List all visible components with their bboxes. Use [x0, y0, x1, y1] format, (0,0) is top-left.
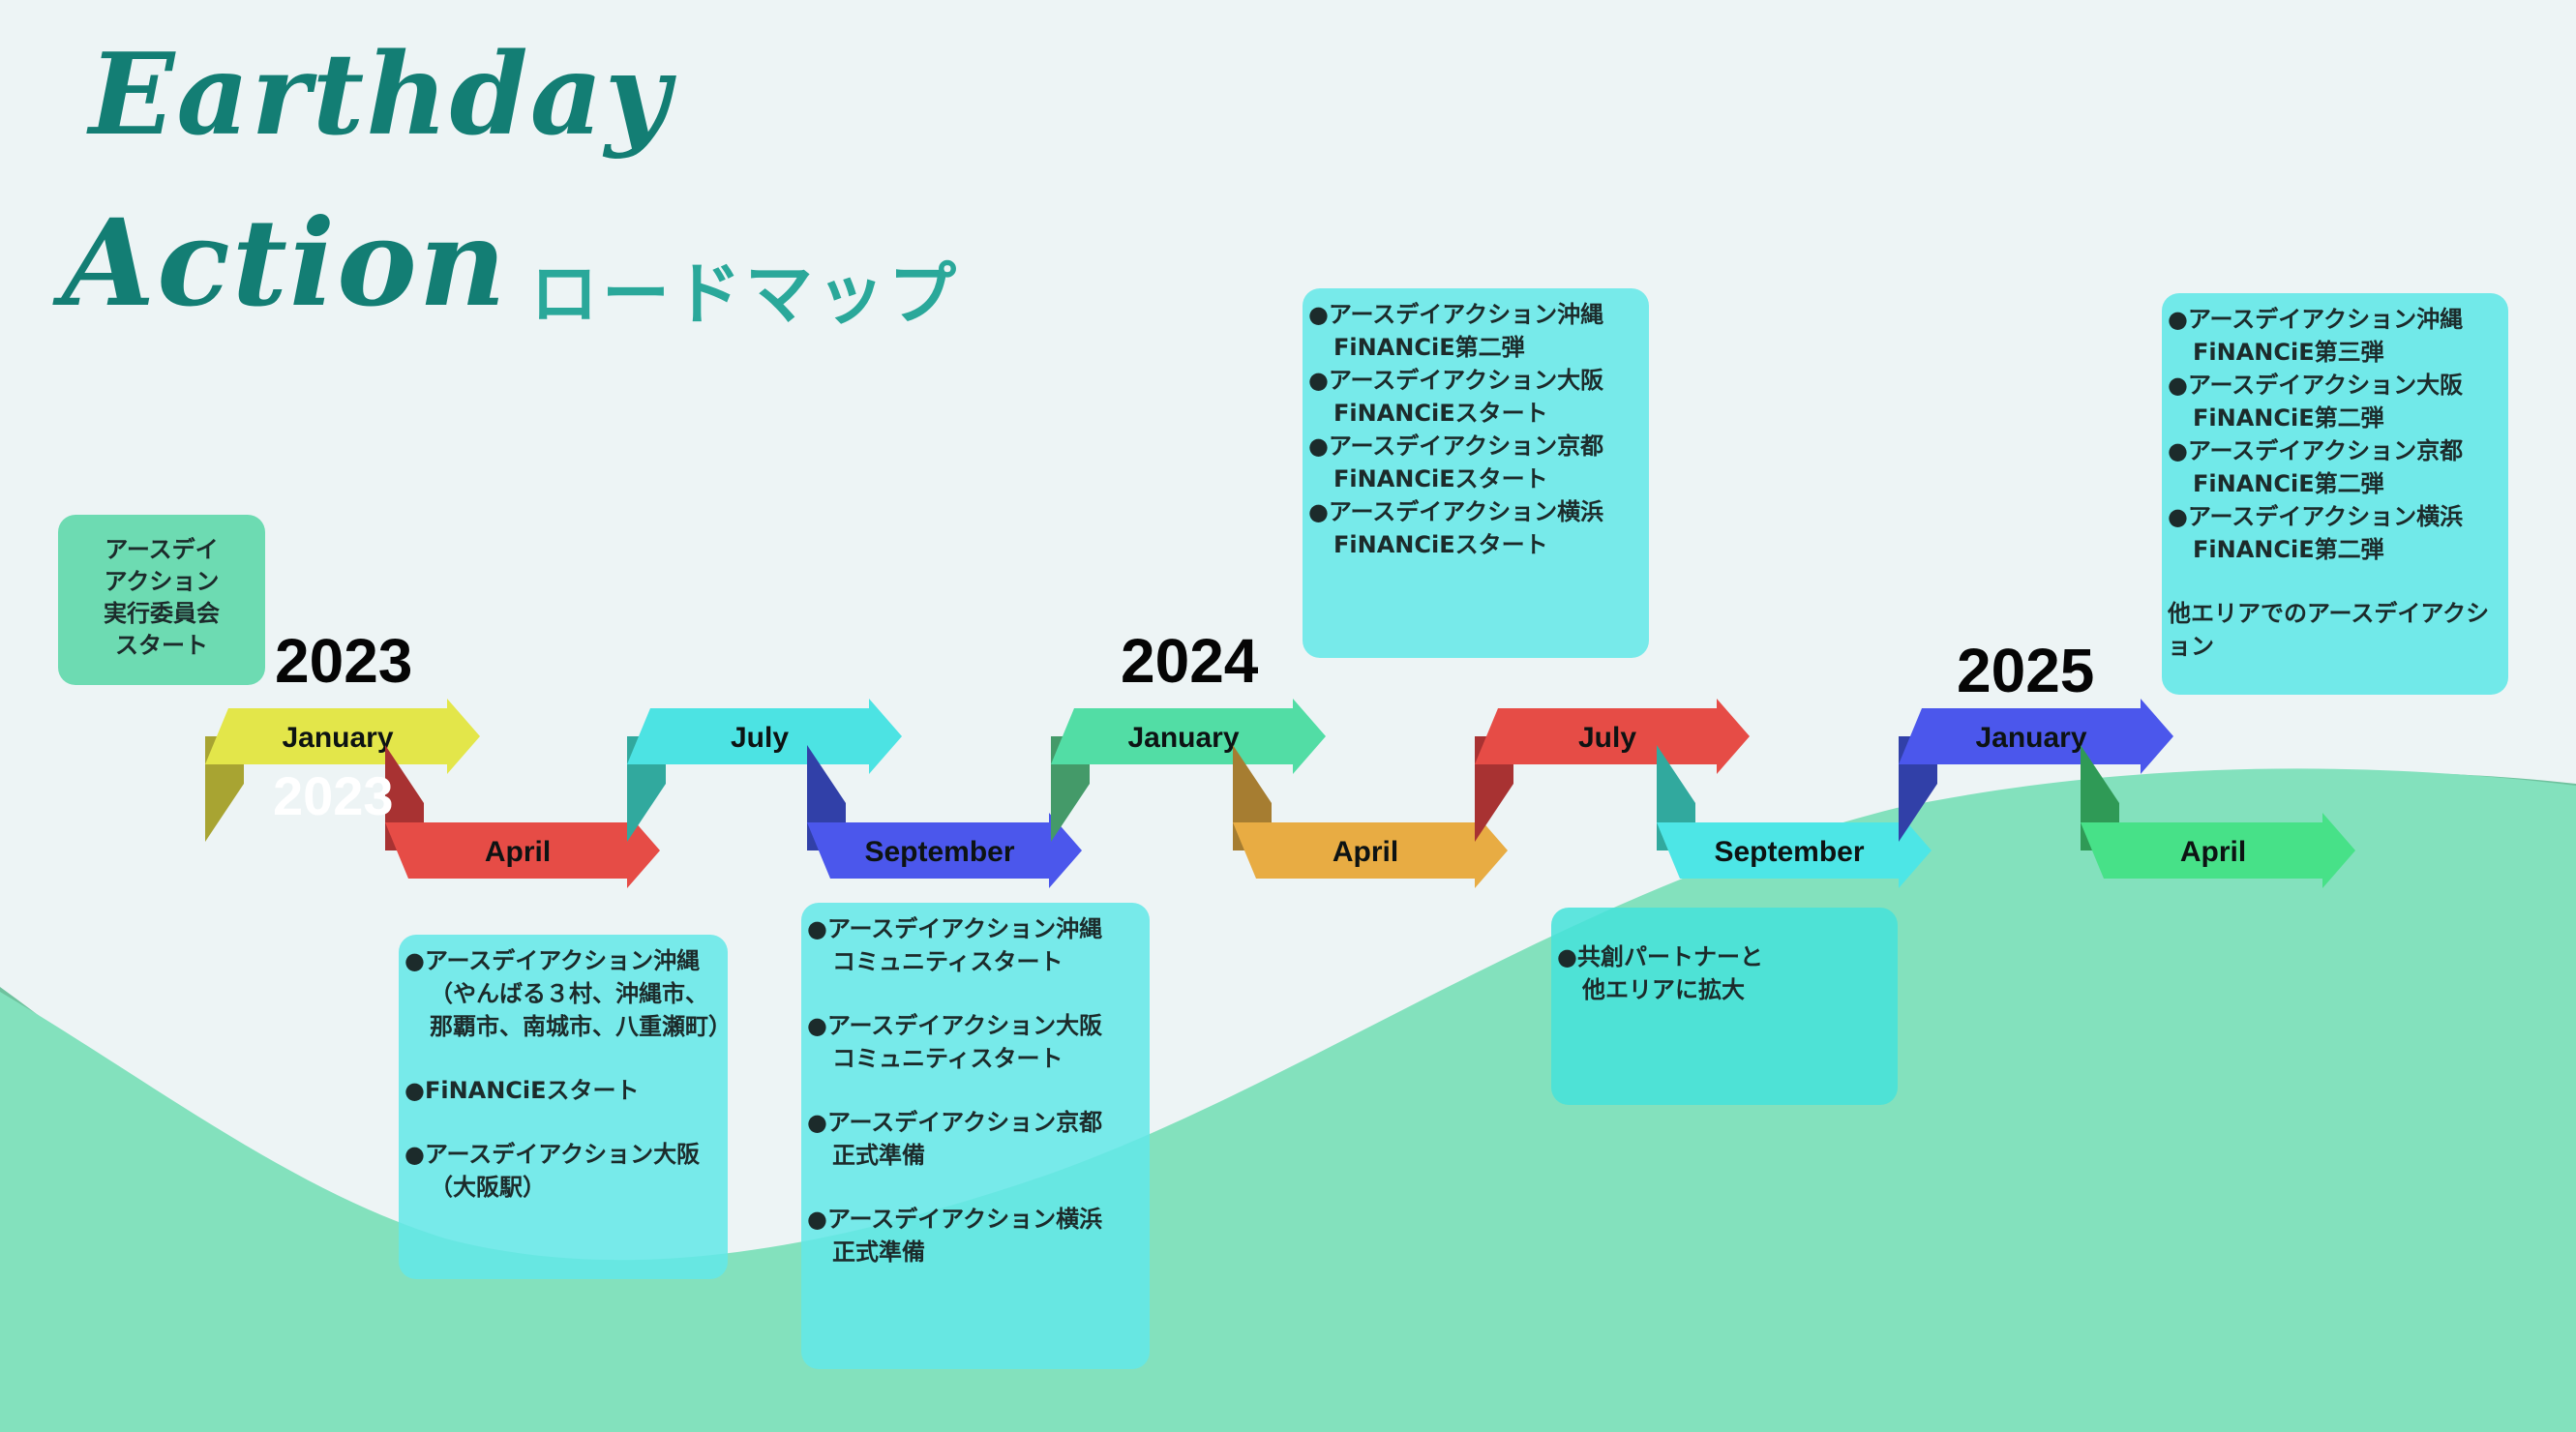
milestone-item: ●アースデイアクション大阪 FiNANCiE第二弾	[2168, 372, 2464, 432]
milestone-item: ●アースデイアクション横浜 FiNANCiEスタート	[1308, 498, 1604, 558]
month-label: April	[2180, 836, 2246, 868]
milestone-box-september-2023: ●アースデイアクション沖縄 コミュニティスタート ●アースデイアクション大阪 コ…	[801, 903, 1150, 1369]
ribbon-bar	[205, 699, 480, 774]
milestone-box-april-2023: ●アースデイアクション沖縄 （やんばる３村、沖縄市、那覇市、南城市、八重瀬町） …	[399, 935, 732, 1279]
year-2023-ghost: 2023	[273, 765, 394, 826]
month-label: April	[485, 836, 551, 868]
month-label: April	[1333, 836, 1398, 868]
ribbon-bar	[1657, 813, 1932, 888]
milestone-item: ●アースデイアクション沖縄 （やんばる３村、沖縄市、那覇市、南城市、八重瀬町）	[404, 947, 732, 1040]
month-arrow-3: September	[807, 745, 1082, 888]
month-arrow-9: April	[2081, 745, 2355, 888]
roadmap-subtitle: ロードマップ	[530, 254, 960, 334]
milestone-item: ●アースデイアクション京都 正式準備	[807, 1109, 1103, 1169]
year-2025: 2025	[1957, 636, 2095, 705]
month-arrow-5: April	[1233, 745, 1508, 888]
milestone-item: ●アースデイアクション京都 FiNANCiEスタート	[1308, 433, 1604, 492]
month-label: January	[1975, 722, 2086, 754]
milestone-item: ●FiNANCiEスタート	[404, 1077, 640, 1104]
month-label: July	[1578, 722, 1636, 754]
milestone-item: ●アースデイアクション沖縄 FiNANCiE第二弾	[1308, 301, 1604, 361]
ribbon-bar	[1475, 699, 1750, 774]
year-2024: 2024	[1121, 626, 1259, 696]
milestone-box-september-2024: ●共創パートナーと 他エリアに拡大	[1551, 908, 1898, 1105]
month-arrow-0: January	[205, 699, 480, 842]
milestone-item: ●共創パートナーと 他エリアに拡大	[1557, 943, 1763, 1003]
milestone-item: ●アースデイアクション沖縄 FiNANCiE第三弾	[2168, 306, 2464, 366]
milestone-item: ●アースデイアクション横浜 FiNANCiE第二弾	[2168, 503, 2464, 563]
milestone-item: ●アースデイアクション大阪 コミュニティスタート	[807, 1012, 1103, 1072]
month-arrow-1: April	[385, 745, 660, 888]
month-arrow-4: January	[1051, 699, 1326, 842]
milestone-item: ●アースデイアクション京都 FiNANCiE第二弾	[2168, 437, 2464, 497]
month-arrow-6: July	[1475, 699, 1750, 842]
ribbon-bar	[1233, 813, 1508, 888]
committee-start-box: アースデイ アクション 実行委員会 スタート	[58, 515, 265, 685]
ribbon-bar	[385, 813, 660, 888]
milestone-item: ●アースデイアクション大阪 FiNANCiEスタート	[1308, 367, 1604, 427]
ribbon-bar	[1899, 699, 2173, 774]
milestone-item: ●アースデイアクション横浜 正式準備	[807, 1206, 1103, 1266]
ribbon-bar	[807, 813, 1082, 888]
milestone-note: 他エリアでのアースデイアクション	[2168, 600, 2490, 660]
month-label: July	[731, 722, 789, 754]
title-earthday: Earthday	[89, 29, 673, 161]
ribbon-bar	[2081, 813, 2355, 888]
milestone-box-january-2025: ●アースデイアクション沖縄 FiNANCiE第三弾 ●アースデイアクション大阪 …	[2162, 293, 2508, 695]
milestone-item: ●アースデイアクション沖縄 コミュニティスタート	[807, 915, 1103, 975]
ribbon-bar	[1051, 699, 1326, 774]
month-label: January	[282, 722, 393, 754]
milestone-box-january-2024: ●アースデイアクション沖縄 FiNANCiE第二弾 ●アースデイアクション大阪 …	[1303, 288, 1649, 658]
title-action: Action	[62, 194, 508, 334]
month-label: January	[1127, 722, 1239, 754]
month-arrow-7: September	[1657, 745, 1932, 888]
milestone-item: ●アースデイアクション大阪 （大阪駅）	[404, 1141, 701, 1201]
month-arrow-2: July	[627, 699, 902, 842]
month-arrow-8: January	[1899, 699, 2173, 842]
month-label: September	[864, 836, 1014, 868]
month-label: September	[1714, 836, 1864, 868]
ribbon-bar	[627, 699, 902, 774]
year-2023: 2023	[275, 626, 413, 696]
